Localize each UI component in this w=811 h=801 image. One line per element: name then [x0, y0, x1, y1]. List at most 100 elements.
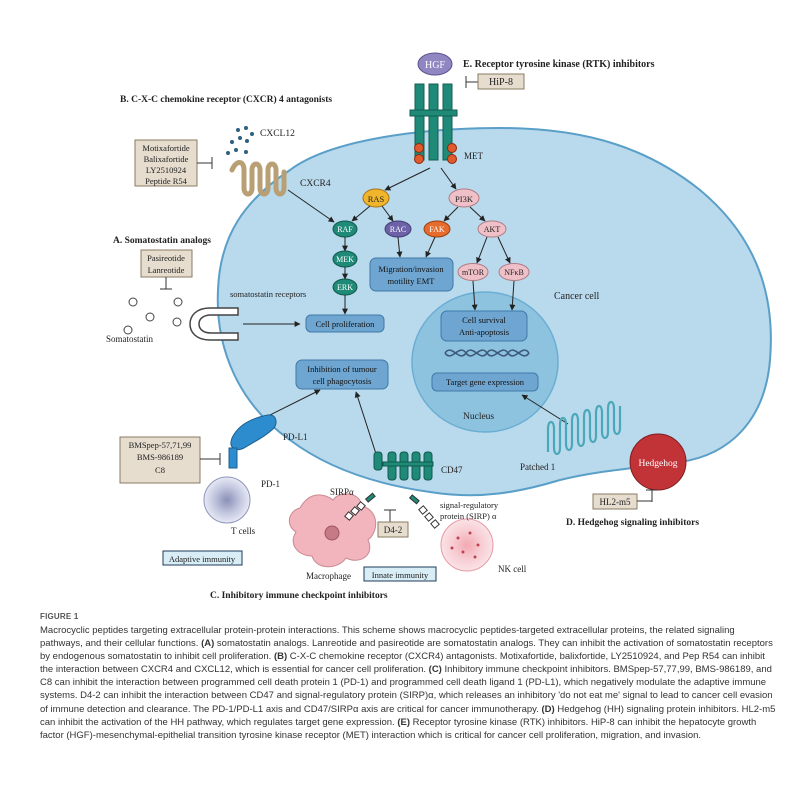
inhibitor-d42: D4-2 — [384, 525, 403, 535]
outcome-migration-label-1: Migration/invasion — [378, 264, 444, 274]
node-mtor: mTOR — [457, 263, 489, 281]
outcome-migration-label-2: motility EMT — [388, 276, 436, 286]
inhibitor-bmspep: BMSpep-57,71,99 — [129, 440, 192, 450]
patched1-label: Patched 1 — [520, 462, 555, 472]
figure-caption-text: Macrocyclic peptides targeting extracell… — [40, 624, 780, 742]
hgf-ligand — [417, 52, 453, 76]
sirpa-macrophage — [344, 492, 376, 521]
section-c-title: C. Inhibitory immune checkpoint inhibito… — [210, 591, 388, 600]
cd47-receptor — [373, 451, 434, 481]
caption-key-d: (D) — [541, 703, 555, 715]
inhibitor-c8: C8 — [155, 465, 165, 475]
outcome-phagocytosis-label-1: Inhibition of tumour — [307, 364, 377, 374]
inhibitor-peptide-r54: Peptide R54 — [145, 176, 188, 186]
caption-text-c: Inhibitory immune checkpoint inhibitors.… — [40, 664, 773, 715]
caption-key-c: (C) — [428, 664, 442, 676]
cxcr4-receptor — [229, 160, 287, 197]
outcome-target-gene-label: Target gene expression — [446, 377, 525, 387]
caption-text-b: C-X-C chemokine receptor (CXCR4) antagon… — [40, 651, 765, 676]
macrophage-label: Macrophage — [306, 571, 351, 581]
sirp-full-label-2: protein (SIRP) α — [440, 511, 497, 521]
inhibitor-hl2m5: HL2-m5 — [600, 497, 631, 507]
inhibitor-bms986189: BMS-986189 — [137, 452, 183, 462]
svg-text:RAC: RAC — [390, 225, 406, 234]
t-cells-label: T cells — [231, 526, 256, 536]
node-erk: ERK — [332, 278, 358, 296]
inhibitor-balixafortide: Balixafortide — [144, 154, 189, 164]
somatostatin-molecules — [123, 297, 183, 335]
nucleus-label: Nucleus — [463, 412, 494, 422]
adaptive-immunity-label: Adaptive immunity — [169, 554, 236, 564]
inhibitor-ly2510924: LY2510924 — [146, 165, 187, 175]
somatostatin-label: Somatostatin — [106, 334, 153, 344]
node-rac: RAC — [384, 220, 412, 238]
node-mek: MEK — [332, 250, 358, 268]
cxcl12-label: CXCL12 — [260, 129, 295, 139]
svg-text:PI3K: PI3K — [455, 194, 474, 204]
svg-text:NFκB: NFκB — [504, 268, 524, 277]
nk-cell-label: NK cell — [498, 564, 527, 574]
hedgehog-label: Hedgehog — [638, 459, 677, 469]
node-raf: RAF — [332, 220, 358, 238]
sirpa-nk — [408, 494, 440, 529]
inhibitor-pasireotide: Pasireotide — [147, 253, 185, 263]
cd47-label: CD47 — [441, 465, 463, 475]
dna-helix — [444, 349, 530, 357]
figure-label: FIGURE 1 — [40, 612, 79, 621]
innate-immunity-box — [363, 566, 437, 582]
figure-caption: FIGURE 1 Macrocyclic peptides targeting … — [40, 612, 780, 742]
adaptive-immunity-box — [162, 550, 243, 566]
nk-cell — [440, 518, 494, 572]
svg-text:mTOR: mTOR — [462, 268, 485, 277]
sirp-full-label-1: signal-regulatory — [440, 500, 499, 510]
cancer-cell-label: Cancer cell — [554, 291, 599, 302]
svg-text:FAK: FAK — [429, 225, 445, 234]
node-fak: FAK — [423, 220, 451, 238]
cxcr4-label: CXCR4 — [300, 179, 331, 189]
node-ras: RAS — [362, 188, 390, 208]
node-pi3k: PI3K — [448, 188, 480, 208]
svg-text:AKT: AKT — [484, 225, 501, 234]
outcome-phagocytosis — [295, 359, 389, 390]
outcome-phagocytosis-label-2: cell phagocytosis — [313, 376, 372, 386]
node-akt: AKT — [477, 220, 507, 238]
inhibitor-motixafortide: Motixafortide — [142, 143, 189, 153]
section-a-title: A. Somatostatin analogs — [113, 236, 211, 246]
caption-text-d: Hedgehog (HH) signaling protein inhibito… — [40, 703, 776, 728]
caption-text-e: Receptor tyrosine kinase (RTK) inhibitor… — [40, 716, 757, 741]
diagram: HGF MET E. Receptor tyrosine kinase (RTK… — [106, 52, 772, 600]
pdl1-ligand — [230, 414, 277, 451]
outcome-migration — [369, 257, 454, 292]
svg-text:RAF: RAF — [337, 225, 353, 234]
svg-text:ERK: ERK — [337, 283, 353, 292]
cxcl12-dots — [226, 126, 254, 155]
caption-key-b: (B) — [273, 651, 288, 663]
innate-immunity-label: Innate immunity — [372, 570, 429, 580]
svg-text:MEK: MEK — [336, 255, 354, 264]
caption-text-a: somatostatin analogs. Lanreotide and pas… — [40, 638, 773, 663]
pdl1-label: PD-L1 — [283, 432, 308, 442]
met-label: MET — [464, 151, 484, 161]
section-b-title: B. C-X-C chemokine receptor (CXCR) 4 ant… — [120, 94, 332, 105]
outcome-cell-proliferation — [305, 314, 385, 333]
section-d-title: D. Hedgehog signaling inhibitors — [566, 518, 699, 528]
pd1-label: PD-1 — [261, 479, 280, 489]
sirpa-label: SIRPα — [330, 487, 354, 497]
somatostatin-receptor — [189, 307, 239, 341]
hgf-label: HGF — [425, 60, 445, 71]
inhibitor-hip8: HiP-8 — [489, 77, 513, 88]
pd1-stalk — [228, 447, 238, 469]
met-receptor — [409, 83, 458, 164]
caption-intro: Macrocyclic peptides targeting extracell… — [40, 625, 735, 650]
node-nfkb: NFκB — [498, 263, 530, 281]
patched1-receptor — [546, 400, 622, 456]
outcome-survival-label-1: Cell survival — [462, 315, 506, 325]
inhibitor-lanreotide: Lanreotide — [148, 265, 185, 275]
outcome-cell-survival — [440, 310, 528, 342]
outcome-cell-proliferation-label: Cell proliferation — [316, 319, 376, 329]
section-e-title: E. Receptor tyrosine kinase (RTK) inhibi… — [463, 59, 655, 70]
t-cell — [203, 476, 251, 524]
svg-text:RAS: RAS — [368, 194, 385, 204]
outcome-survival-label-2: Anti-apoptosis — [459, 327, 509, 337]
caption-key-a: (A) — [201, 638, 215, 650]
